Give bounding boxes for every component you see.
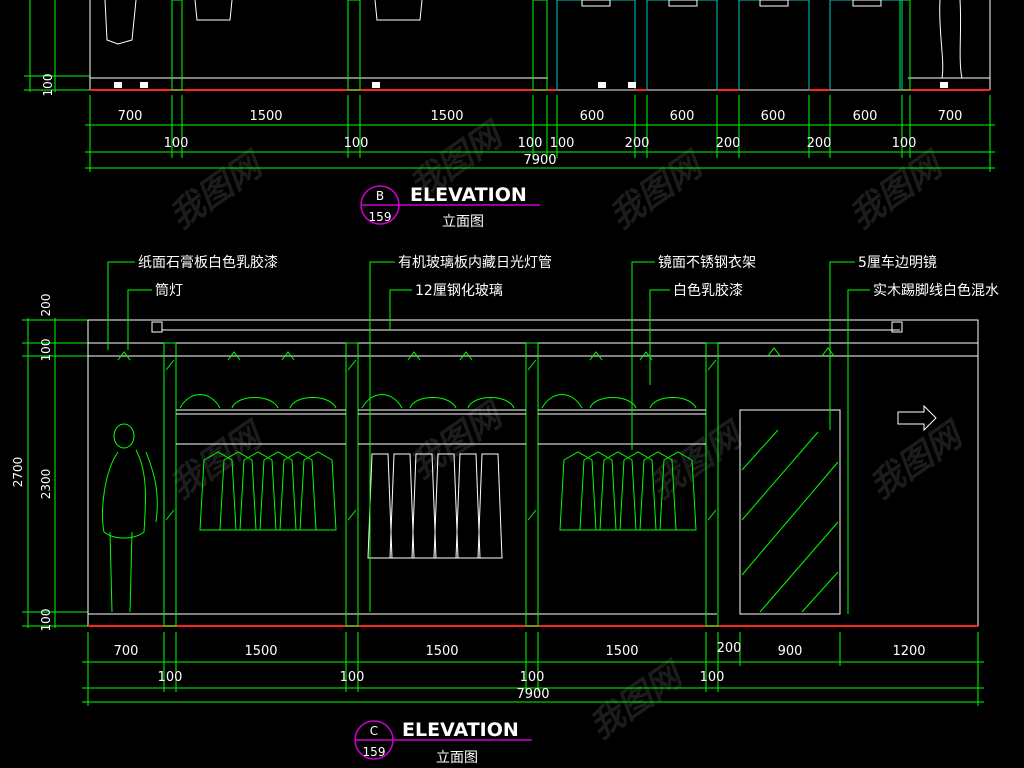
partitions [163,342,719,627]
hanging-garments [199,451,697,531]
leader-lines [107,261,870,614]
elevation-subtitle: 立面图 [442,214,484,230]
dim-label: 100 [518,136,543,151]
height-dim-label: 2300 [39,469,53,500]
total-dim-label: 7900 [523,153,556,168]
dim-label: 600 [761,109,786,124]
dim-label: 700 [118,109,143,124]
watermark: 我图网 [162,413,273,507]
dim-label: 600 [853,109,878,124]
callout-letter: B [376,189,384,203]
clothing-sketch [104,0,963,79]
dim-label: 1500 [244,644,277,659]
glass-hatch [165,359,717,521]
elevation-subtitle: 立面图 [436,750,478,766]
watermark: 我图网 [602,143,713,237]
dim-label: 1500 [605,644,638,659]
elevation-title: ELEVATION [402,719,519,741]
dim-label: 100 [158,670,183,685]
watermark-layer: 我图网 我图网 我图网 我图网 我图网 我图网 我图网 我图网 我图网 [162,113,973,747]
dim-label: 200 [716,136,741,151]
dim-label: 100 [344,136,369,151]
annotation-note: 有机玻璃板内藏日光灯管 [398,254,552,271]
annotation-note: 镜面不锈钢衣架 [658,255,756,271]
dim-label: 100 [164,136,189,151]
dim-label: 700 [114,644,139,659]
callout-letter: C [370,724,378,738]
dim-label: 900 [778,644,803,659]
exit-arrow-icon [897,404,937,432]
dim-label: 700 [938,109,963,124]
elevation-title: ELEVATION [410,184,527,206]
annotation-note: 筒灯 [155,282,183,299]
dim-label: 1500 [425,644,458,659]
elevation-c: 200 100 2300 100 2700 [11,254,999,766]
watermark: 我图网 [402,393,513,487]
total-dim-label: 7900 [516,687,549,702]
elevation-b: 100 [24,0,995,230]
dim-label: 600 [580,109,605,124]
mirror-panel [739,409,841,615]
folded-clothes [179,394,697,409]
dim-label: 200 [807,136,832,151]
mirror-panels [556,0,903,91]
section-callout-c: C 159 ELEVATION 立面图 [354,719,532,766]
height-dim-label: 2700 [11,457,25,488]
dim-label: 100 [550,136,575,151]
annotation-note: 白色乳胶漆 [673,282,743,299]
dim-label: 1500 [430,109,463,124]
height-dim-label: 100 [39,339,53,362]
mannequin [102,423,158,613]
dim-label: 600 [670,109,695,124]
watermark: 我图网 [862,413,973,507]
downlights [117,347,835,361]
section-callout-b: B 159 ELEVATION 立面图 [360,184,540,230]
height-dim-label: 100 [39,609,53,632]
dim-label: 100 [340,670,365,685]
annotation-note: 实木踢脚线白色混水 [873,282,999,299]
dim-label: 100 [520,670,545,685]
callout-sheet: 159 [369,210,392,224]
watermark: 我图网 [582,653,693,747]
annotation-note: 5厘车边明镜 [858,254,937,271]
dim-ticks [89,95,991,172]
dim-label: 100 [892,136,917,151]
watermark: 我图网 [162,143,273,237]
shelves [176,409,706,445]
watermark: 我图网 [642,413,753,507]
dim-label: 1200 [892,644,925,659]
callout-sheet: 159 [363,745,386,759]
hanging-garments-white [367,453,503,559]
dim-label: 1500 [249,109,282,124]
annotation-note: 纸面石膏板白色乳胶漆 [138,254,278,271]
watermark: 我图网 [842,143,953,237]
height-dim-label: 200 [39,294,53,317]
dim-label: 200 [717,641,742,656]
height-dim-label: 100 [41,74,55,97]
annotation-note: 12厘钢化玻璃 [415,282,503,299]
dim-label: 200 [625,136,650,151]
dim-label: 100 [700,670,725,685]
